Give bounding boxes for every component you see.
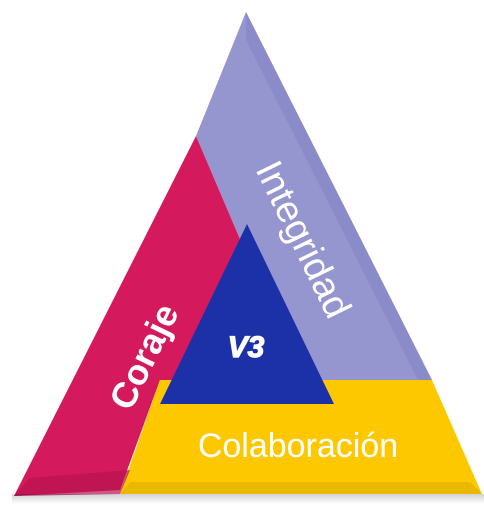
label-colaboracion: Colaboración (198, 427, 398, 465)
base-shadow (12, 494, 484, 504)
center-logo-text: V3 (228, 331, 265, 364)
segment-colaboracion (120, 380, 482, 494)
colaboracion-shade (120, 482, 482, 494)
integridad-shade (246, 12, 432, 380)
coraje-shade (14, 470, 130, 496)
center-triangle (160, 224, 334, 404)
segment-coraje (14, 136, 300, 496)
